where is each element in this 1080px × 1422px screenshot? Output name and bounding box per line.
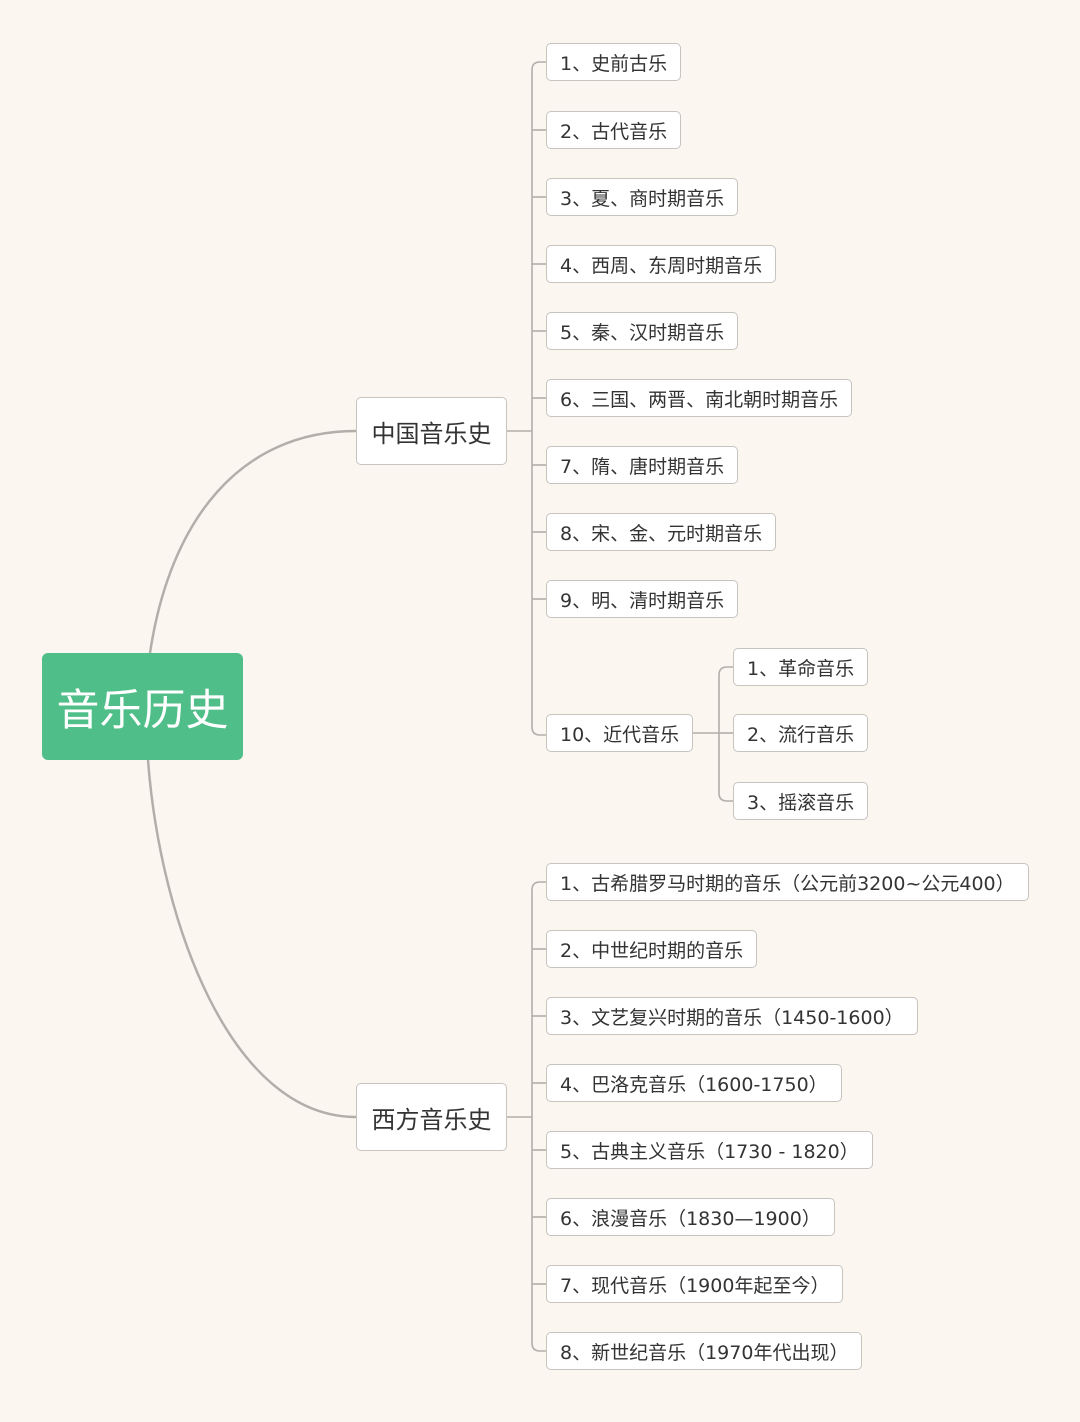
- west-topic-6[interactable]: 6、浪漫音乐（1830—1900）: [546, 1198, 835, 1236]
- root-to-west-link: [146, 759, 357, 1119]
- branch-node-china[interactable]: 中国音乐史: [356, 397, 507, 465]
- modern-subtopic-1[interactable]: 1、革命音乐: [733, 648, 869, 686]
- china-topic-10[interactable]: 10、近代音乐: [546, 714, 694, 752]
- west-topic-5[interactable]: 5、古典主义音乐（1730 - 1820）: [546, 1131, 873, 1169]
- china-topic-3[interactable]: 3、夏、商时期音乐: [546, 178, 739, 216]
- china-topic-2[interactable]: 2、古代音乐: [546, 111, 682, 149]
- root-node[interactable]: 音乐历史: [42, 653, 243, 760]
- west-topic-7[interactable]: 7、现代音乐（1900年起至今）: [546, 1265, 844, 1303]
- china-topic-8[interactable]: 8、宋、金、元时期音乐: [546, 513, 777, 551]
- china-topic-1[interactable]: 1、史前古乐: [546, 43, 682, 81]
- west-topic-2[interactable]: 2、中世纪时期的音乐: [546, 930, 758, 968]
- china-topic-5[interactable]: 5、秦、汉时期音乐: [546, 312, 739, 350]
- west-topic-4[interactable]: 4、巴洛克音乐（1600-1750）: [546, 1064, 842, 1102]
- west-topic-1[interactable]: 1、古希腊罗马时期的音乐（公元前3200~公元400）: [546, 863, 1029, 901]
- root-to-china-link: [148, 429, 357, 654]
- west-bracket: [506, 881, 546, 1352]
- west-topic-8[interactable]: 8、新世纪音乐（1970年代出现）: [546, 1332, 863, 1370]
- china-topic-6[interactable]: 6、三国、两晋、南北朝时期音乐: [546, 379, 853, 417]
- china-topic-4[interactable]: 4、西周、东周时期音乐: [546, 245, 777, 283]
- modern-subtopic-2[interactable]: 2、流行音乐: [733, 714, 869, 752]
- branch-node-west[interactable]: 西方音乐史: [356, 1083, 507, 1151]
- china-bracket: [506, 61, 546, 736]
- china-topic-9[interactable]: 9、明、清时期音乐: [546, 580, 739, 618]
- west-topic-3[interactable]: 3、文艺复兴时期的音乐（1450-1600）: [546, 997, 918, 1035]
- modern-subtopic-3[interactable]: 3、摇滚音乐: [733, 782, 869, 820]
- china-topic-7[interactable]: 7、隋、唐时期音乐: [546, 446, 739, 484]
- modern-music-bracket: [692, 666, 733, 802]
